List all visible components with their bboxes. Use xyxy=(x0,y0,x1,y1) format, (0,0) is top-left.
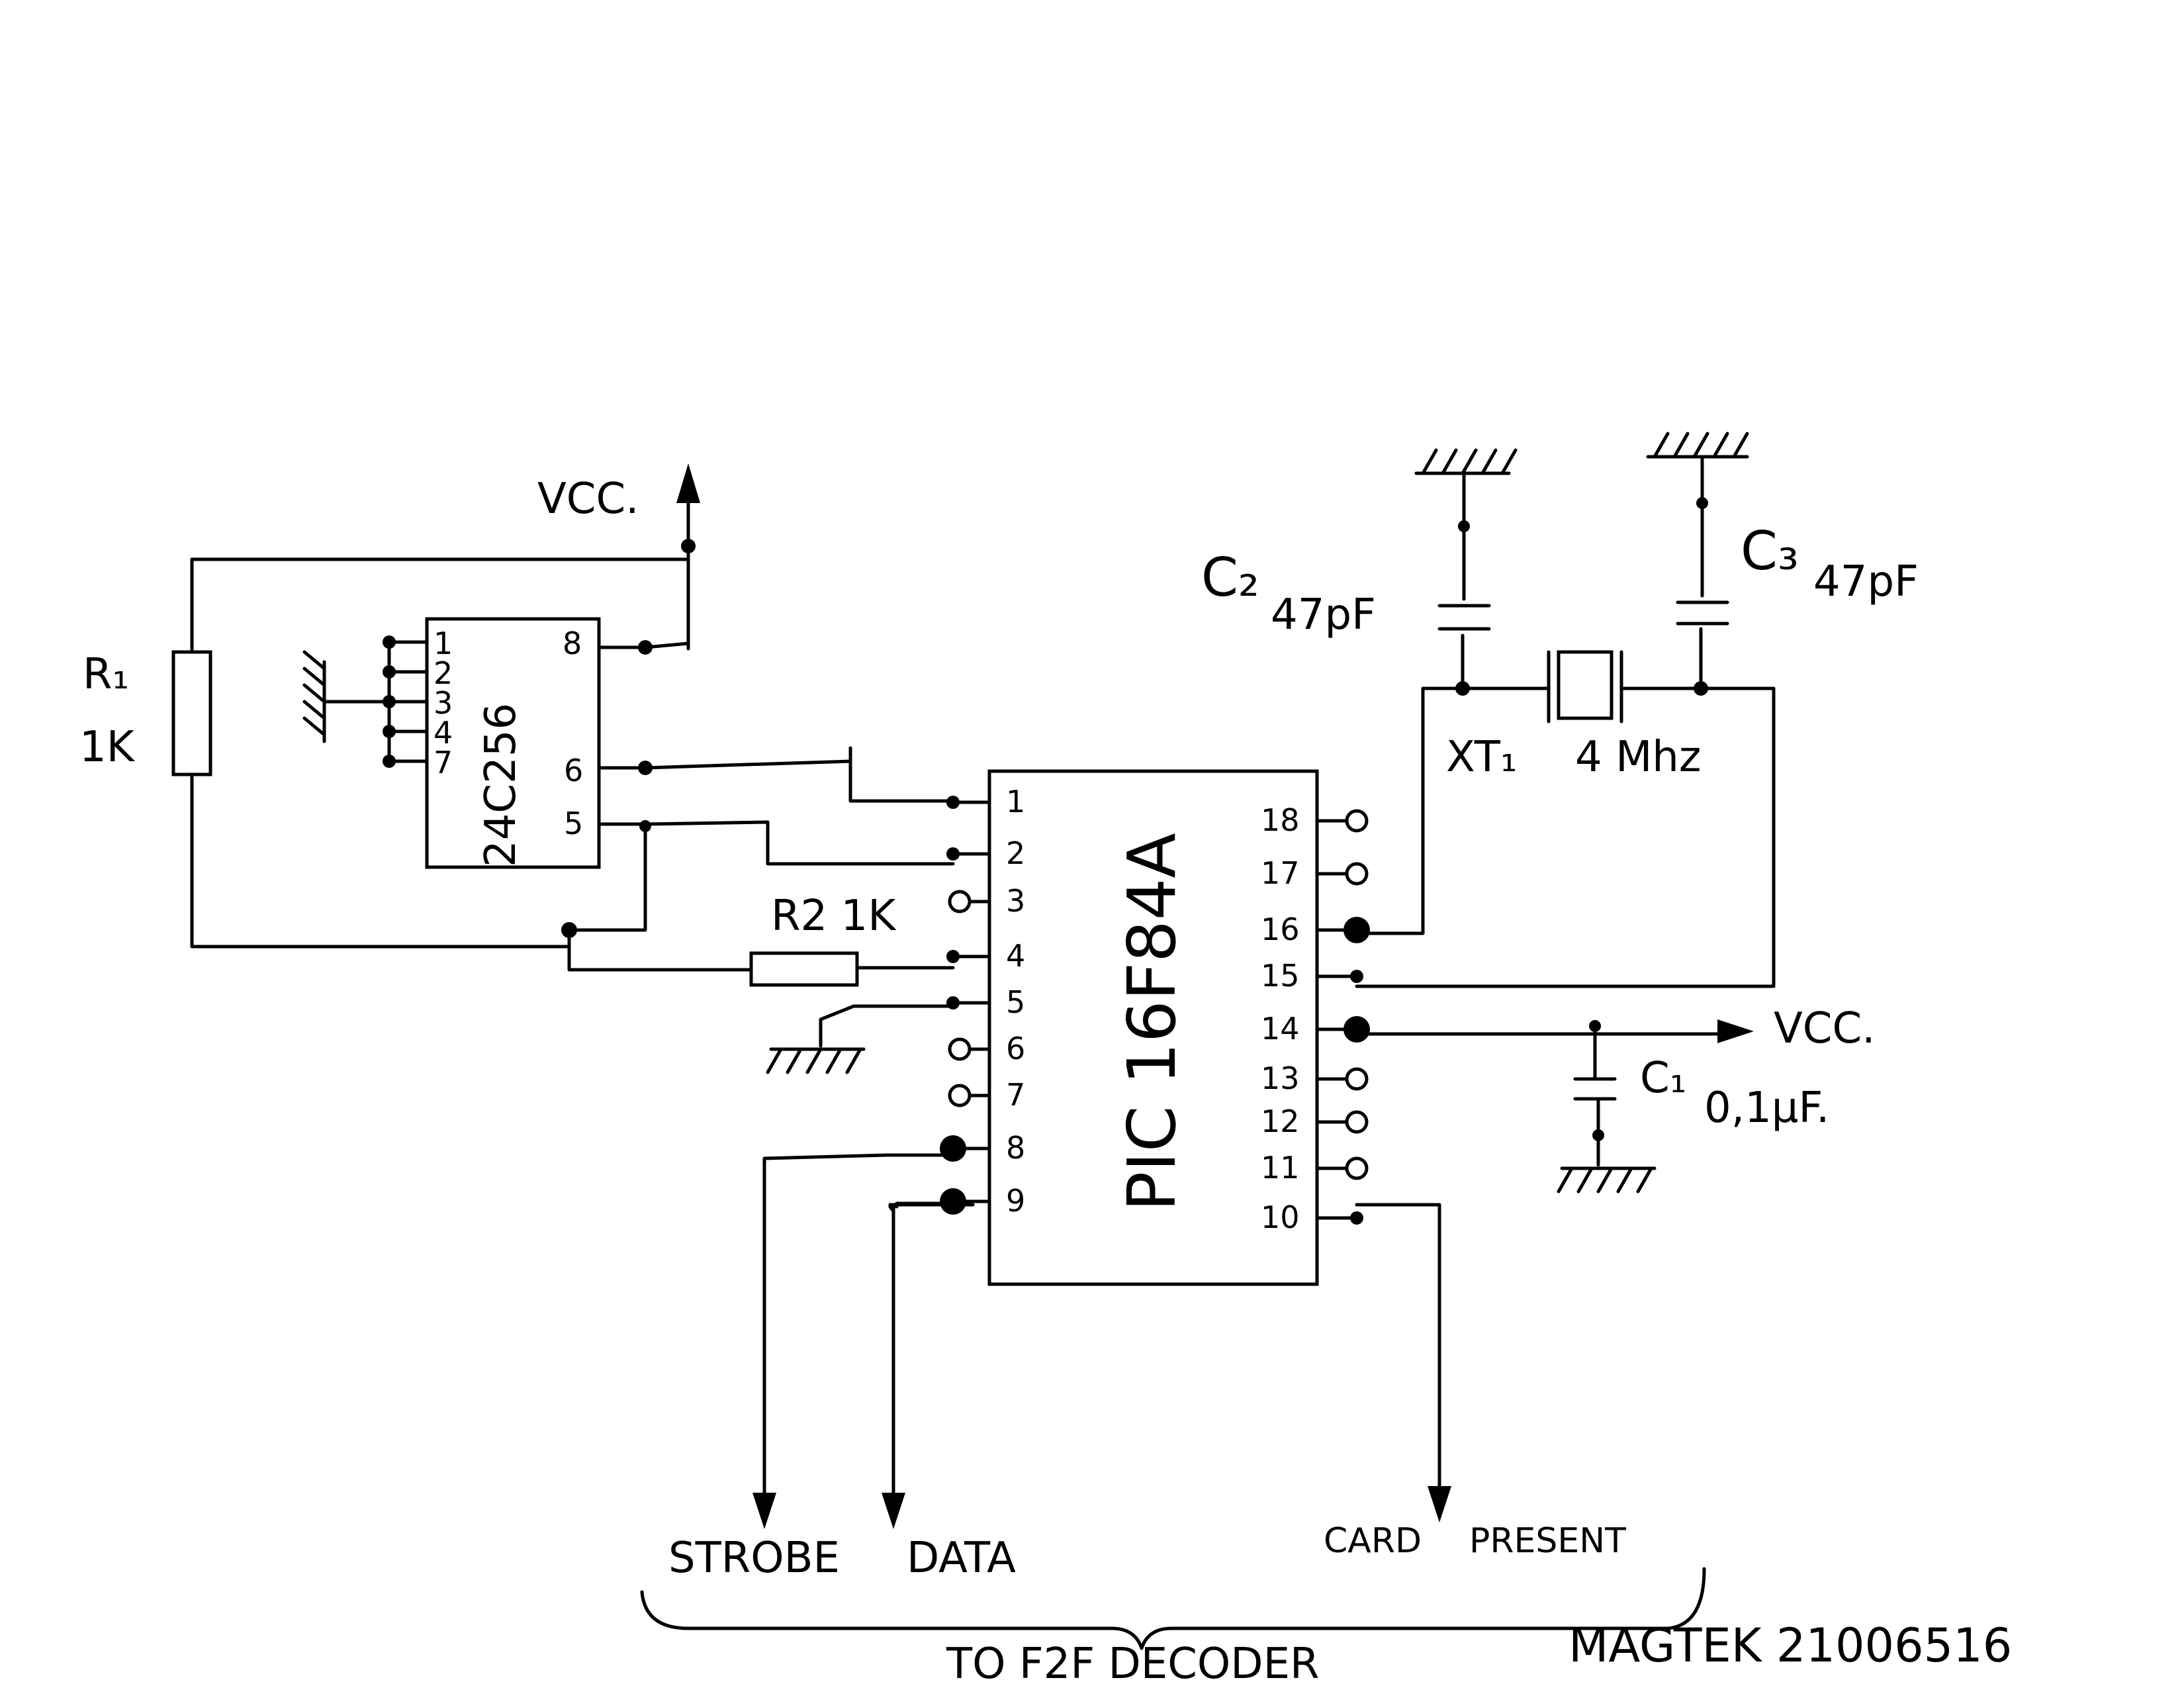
c3-value: 47pF xyxy=(1813,557,1919,606)
c3-capacitor xyxy=(1676,455,1729,696)
mcu-pin-12-label: 12 xyxy=(1261,1103,1300,1139)
r1-value: 1K xyxy=(79,723,136,772)
eeprom-pin-7: 7 xyxy=(433,745,453,780)
ground-icon xyxy=(1646,432,1749,459)
mcu-pin-3-label: 3 xyxy=(1006,883,1025,919)
mcu-pin-15-label: 15 xyxy=(1261,958,1300,994)
mcu-pin-1-label: 1 xyxy=(1006,784,1025,819)
mcu-pin-5-label: 5 xyxy=(1006,984,1025,1020)
mcu-pin-1-terminal xyxy=(946,796,960,809)
mcu-pin-17-terminal xyxy=(1345,862,1369,886)
supply-arrow-icon xyxy=(676,463,700,651)
eeprom-pin-6: 6 xyxy=(564,753,583,788)
r2-label: R2 1K xyxy=(771,892,897,941)
eeprom-pin-2: 2 xyxy=(433,655,453,691)
ground-icon xyxy=(1414,448,1518,475)
mcu-pin-16-terminal xyxy=(1343,917,1370,943)
xt1-name: XT₁ xyxy=(1446,733,1517,782)
vcc-right-label: VCC. xyxy=(1774,1004,1876,1053)
mcu-pin-9-terminal xyxy=(940,1188,966,1215)
output-present: PRESENT xyxy=(1469,1521,1626,1561)
mcu-pin-13-label: 13 xyxy=(1261,1060,1300,1096)
mcu-pin-12-terminal xyxy=(1345,1110,1369,1134)
mcu-pin-9-label: 9 xyxy=(1006,1183,1025,1219)
mcu-pin-6-label: 6 xyxy=(1006,1031,1025,1066)
eeprom-pin-5: 5 xyxy=(564,806,583,841)
supply-arrow-icon xyxy=(1717,1019,1754,1043)
output-data: DATA xyxy=(907,1534,1016,1583)
mcu-pin-11-terminal xyxy=(1345,1156,1369,1180)
mcu-pin-18-label: 18 xyxy=(1261,802,1300,838)
mcu-pin-8-terminal xyxy=(940,1135,966,1162)
mcu-pin-6-terminal xyxy=(948,1037,972,1061)
vcc-top-label: VCC. xyxy=(537,475,639,524)
footer-part-number: MAGTEK 21006516 xyxy=(1569,1618,2012,1673)
ground-icon xyxy=(1557,1166,1657,1193)
r2-resistor xyxy=(749,951,955,987)
mcu-pin-8-label: 8 xyxy=(1006,1130,1025,1166)
xt1-value: 4 Mhz xyxy=(1575,733,1701,782)
output-brace xyxy=(640,1567,1706,1650)
mcu-pin-10-label: 10 xyxy=(1261,1199,1300,1235)
eeprom-pin-3: 3 xyxy=(433,685,453,721)
output-strobe: STROBE xyxy=(668,1534,840,1583)
mcu-pin-11-label: 11 xyxy=(1261,1150,1300,1186)
ground-icon xyxy=(766,1047,866,1074)
supply-arrow-icon xyxy=(1428,1486,1451,1522)
eeprom-pin-1: 1 xyxy=(433,626,453,661)
brace-label: TO F2F DECODER xyxy=(946,1640,1319,1682)
mcu-label: PIC 16F84A xyxy=(1113,833,1191,1211)
mcu-pin-7-label: 7 xyxy=(1006,1077,1025,1113)
r1-resistor xyxy=(171,557,571,949)
mcu-pin-3-terminal xyxy=(948,890,972,913)
mcu-pin-2-label: 2 xyxy=(1006,835,1025,871)
mcu-pin-16-label: 16 xyxy=(1261,911,1300,947)
c2-capacitor xyxy=(1437,471,1491,696)
c1-capacitor xyxy=(1573,1020,1617,1167)
mcu-pin-4-terminal xyxy=(946,950,960,963)
output-card: CARD xyxy=(1324,1521,1422,1561)
supply-arrow-icon xyxy=(752,1493,905,1529)
mcu-pin-17-label: 17 xyxy=(1261,855,1300,891)
c2-value: 47pF xyxy=(1271,590,1376,639)
c1-value: 0,1µF. xyxy=(1704,1084,1829,1133)
mcu-pin-18-terminal xyxy=(1345,809,1369,833)
eeprom-24c256: 24C256 1 2 3 4 7 8 6 5 xyxy=(322,617,601,869)
mcu-pin-15-terminal xyxy=(1350,970,1363,983)
mcu-pin-14-terminal xyxy=(1343,1016,1370,1043)
eeprom-pin-4: 4 xyxy=(433,715,453,751)
mcu-pin-10-terminal xyxy=(1350,1211,1363,1225)
mcu-pin-14-label: 14 xyxy=(1261,1011,1300,1047)
c1-name: C₁ xyxy=(1640,1054,1686,1103)
r1-name: R₁ xyxy=(83,650,129,699)
c3-name: C₃ xyxy=(1741,520,1799,582)
crystal-icon xyxy=(1533,650,1637,724)
ground-icon xyxy=(302,650,326,743)
mcu-pin-13-terminal xyxy=(1345,1067,1369,1091)
c2-name: C₂ xyxy=(1201,547,1259,608)
eeprom-label: 24C256 xyxy=(477,703,525,867)
mcu-pin-2-terminal xyxy=(946,847,960,861)
mcu-pin-4-label: 4 xyxy=(1006,938,1025,974)
eeprom-pin-8: 8 xyxy=(563,626,582,661)
mcu-pin-7-terminal xyxy=(948,1084,972,1107)
